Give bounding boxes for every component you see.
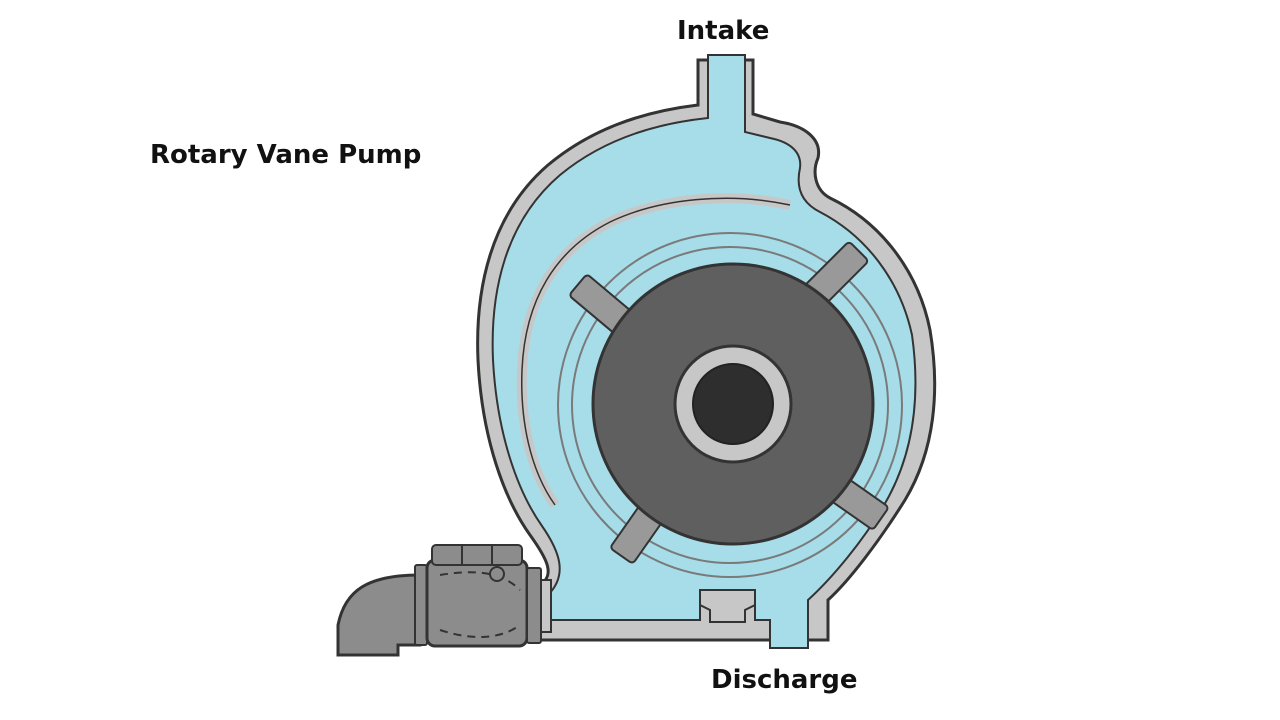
flange-right xyxy=(526,567,542,644)
inlet-valve-assembly xyxy=(336,544,552,657)
chamber-ring-inner xyxy=(571,246,889,564)
pipe-stub xyxy=(540,579,552,633)
valve-bolt xyxy=(489,566,505,582)
intake-label: Intake xyxy=(677,16,770,46)
valve-cap xyxy=(431,544,523,566)
inlet-elbow xyxy=(336,573,422,657)
valve-body xyxy=(425,558,529,648)
discharge-port xyxy=(699,589,756,623)
shaft xyxy=(692,363,774,445)
diagram-title: Rotary Vane Pump xyxy=(150,140,422,170)
volute-wall-outline xyxy=(521,197,791,506)
chamber-ring-outer xyxy=(557,232,903,578)
discharge-label: Discharge xyxy=(711,665,858,695)
flange-left xyxy=(414,564,428,646)
